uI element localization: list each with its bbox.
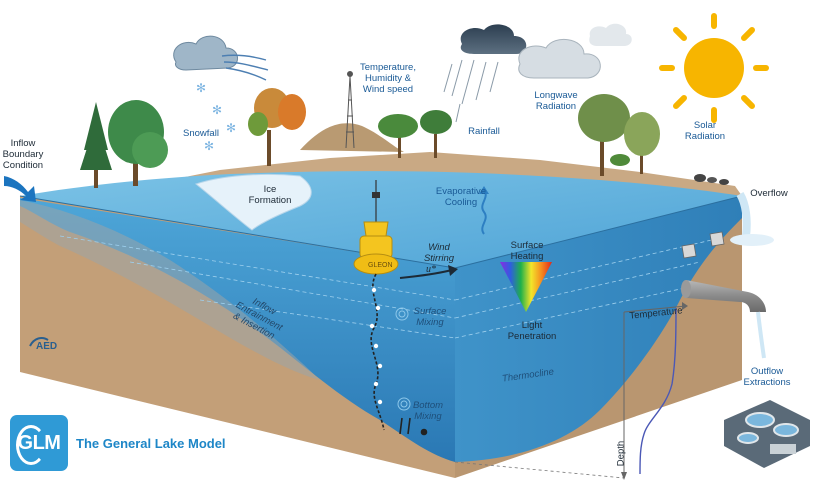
hill (300, 123, 404, 152)
met-station-icon (345, 71, 355, 149)
wind-arrow-icon (399, 269, 453, 279)
inflow-plume (20, 200, 320, 380)
rain-cloud-icon (443, 24, 527, 123)
trees-right (578, 94, 729, 185)
heating-label: Surface Heating (510, 240, 544, 262)
outflow-pipe-icon (681, 280, 766, 359)
rainfall-label: Rainfall (468, 126, 500, 137)
light-prism (500, 262, 552, 312)
longwave-label: Longwave Radiation (534, 90, 578, 112)
trees-centre (378, 110, 452, 158)
buoy-icon (353, 180, 399, 275)
light-label: Light Penetration (507, 320, 557, 342)
longwave-cloud-icon (518, 39, 601, 79)
aed-logo: AED (29, 337, 57, 352)
svg-text:AED: AED (36, 341, 57, 352)
treatment-plant-icon (724, 400, 810, 468)
lake-surface (20, 171, 742, 268)
glm-logo: GLM (10, 415, 68, 471)
outflow-label: Outflow Extractions (743, 366, 791, 388)
snowfall-label: Snowfall (183, 128, 219, 139)
anchor-icon (399, 417, 428, 436)
evap-label: Evaporative Cooling (435, 186, 487, 208)
trees-left (80, 88, 306, 188)
mooring-line (370, 273, 385, 431)
wind-label: Wind Stirring (423, 242, 455, 264)
evaporation-icon (481, 189, 487, 235)
snow-cloud-icon (173, 35, 269, 81)
bank-structures (681, 231, 725, 259)
overflow-label: Overflow (750, 188, 788, 199)
temperature-curve (639, 307, 677, 475)
bottom-mixing-label: Bottom Mixing (412, 400, 444, 422)
svg-text:✻: ✻ (212, 103, 222, 117)
surface-mixing-label: Surface Mixing (413, 306, 447, 328)
snowflake-icons: ✻ ✻ ✻ ✻ (196, 81, 236, 153)
model-title: The General Lake Model (76, 436, 226, 451)
sensor-markers (369, 287, 383, 405)
cloud-puff (589, 23, 632, 46)
wind-arrowhead-icon (448, 265, 458, 276)
layer-line (59, 235, 456, 301)
inflow-arrow-icon (4, 176, 36, 202)
depth-label: Depth (615, 440, 627, 467)
layer-line (129, 261, 456, 319)
layer-line (199, 299, 456, 339)
svg-text:✻: ✻ (204, 139, 214, 153)
inflow-label: Inflow Boundary Condition (2, 138, 44, 171)
evaporation-arrow-icon (479, 186, 489, 194)
met-label: Temperature, Humidity & Wind speed (360, 62, 416, 95)
layer-line (454, 237, 721, 301)
ice-label: Ice Formation (248, 184, 292, 206)
svg-text:✻: ✻ (196, 81, 206, 95)
solar-label: Solar Radiation (684, 120, 726, 142)
logo-ring-icon (16, 425, 46, 465)
sun-icon (659, 13, 769, 123)
buoy-label: GLEON (368, 262, 393, 269)
svg-text:✻: ✻ (226, 121, 236, 135)
water-front-section (20, 198, 455, 462)
bottom-mixing-icon (397, 397, 411, 411)
u-star-label: u* (426, 264, 436, 275)
surface-mixing-icon (395, 307, 409, 321)
temperature-profile (454, 302, 688, 480)
ice-sheet (194, 173, 312, 231)
layer-line (454, 287, 686, 339)
overflow-icon (730, 191, 774, 246)
